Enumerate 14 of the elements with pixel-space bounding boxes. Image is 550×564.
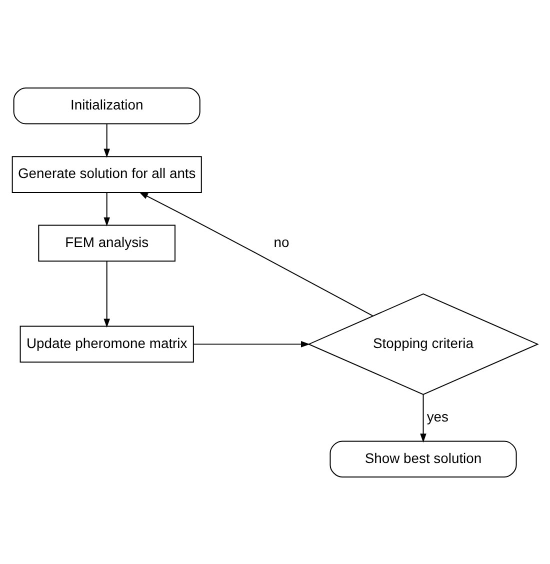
arrow [104, 260, 110, 328]
edge-label: no [274, 233, 290, 250]
arrow [420, 394, 426, 442]
node-box: Generate solution for all ants [12, 156, 202, 192]
node-box: Initialization [13, 86, 200, 124]
arrow [193, 340, 310, 347]
node-box: Show best solution [330, 440, 517, 478]
edge-label: yes [426, 408, 448, 424]
arrow [104, 192, 110, 226]
arrow [139, 191, 374, 316]
node-box: Update pheromone matrix [20, 325, 194, 362]
node-diamond: Stopping criteria [308, 292, 539, 394]
arrow [104, 123, 110, 158]
node-box: FEM analysis [38, 224, 176, 262]
